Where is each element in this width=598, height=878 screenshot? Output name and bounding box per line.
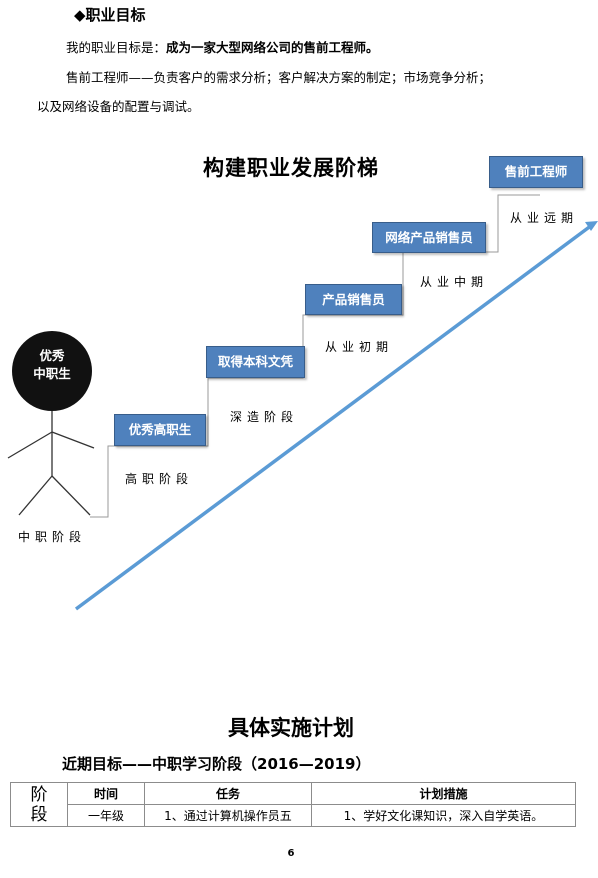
plan-table: 阶段 时间 任务 计划措施 一年级 1、通过计算机操作员五 1、学好文化课知识，… — [10, 782, 576, 827]
role-description-line2: 以及网络设备的配置与调试。 — [37, 99, 200, 114]
person-head-circle — [12, 331, 92, 411]
step-box-3: 产品销售员 — [305, 284, 402, 315]
stage-header-text: 阶段 — [30, 784, 48, 825]
page-number: 6 — [287, 848, 295, 859]
career-goal-text: 成为一家大型网络公司的售前工程师。 — [166, 40, 379, 55]
progress-arrowhead — [585, 221, 598, 231]
person-arm-left — [7, 431, 53, 459]
step-box-2: 取得本科文凭 — [206, 346, 305, 378]
stage-label-4: 从业中期 — [420, 275, 489, 289]
stage-label-1: 高职阶段 — [125, 472, 194, 486]
person-label: 优秀 中职生 — [33, 348, 71, 381]
header-time: 时间 — [67, 782, 145, 805]
step-box-5: 售前工程师 — [489, 156, 583, 188]
cell-task: 1、通过计算机操作员五 — [144, 804, 312, 827]
plan-title: 具体实施计划 — [228, 716, 354, 740]
stage-label-5: 从业远期 — [510, 211, 579, 225]
career-goal-line: 我的职业目标是：成为一家大型网络公司的售前工程师。 — [66, 37, 379, 56]
stage-label-start: 中职阶段 — [18, 530, 87, 544]
stage-label-3: 从业初期 — [325, 340, 394, 354]
person-leg-left — [18, 475, 53, 516]
section-title-career-goal: ◆职业目标 — [74, 6, 146, 24]
step-box-1: 优秀高职生 — [114, 414, 206, 446]
plan-subtitle: 近期目标——中职学习阶段（2016—2019） — [62, 755, 371, 773]
table-row: 一年级 1、通过计算机操作员五 1、学好文化课知识，深入自学英语。 — [11, 804, 576, 827]
header-measures: 计划措施 — [311, 782, 576, 805]
step-box-4: 网络产品销售员 — [372, 222, 486, 253]
cell-time: 一年级 — [67, 804, 145, 827]
career-goal-prefix: 我的职业目标是： — [66, 40, 167, 55]
person-leg-right — [51, 475, 91, 516]
cell-measures: 1、学好文化课知识，深入自学英语。 — [311, 804, 576, 827]
person-arm-right — [51, 431, 95, 449]
header-task: 任务 — [144, 782, 312, 805]
table-header-row: 阶段 时间 任务 计划措施 — [10, 782, 576, 827]
stage-label-2: 深造阶段 — [230, 410, 299, 424]
progress-arrow — [74, 223, 594, 611]
role-description-line1: 售前工程师——负责客户的需求分析；客户解决方案的制定；市场竞争分析； — [66, 70, 492, 85]
stage-header-cell: 阶段 — [10, 782, 68, 827]
ladder-title: 构建职业发展阶梯 — [203, 156, 379, 180]
